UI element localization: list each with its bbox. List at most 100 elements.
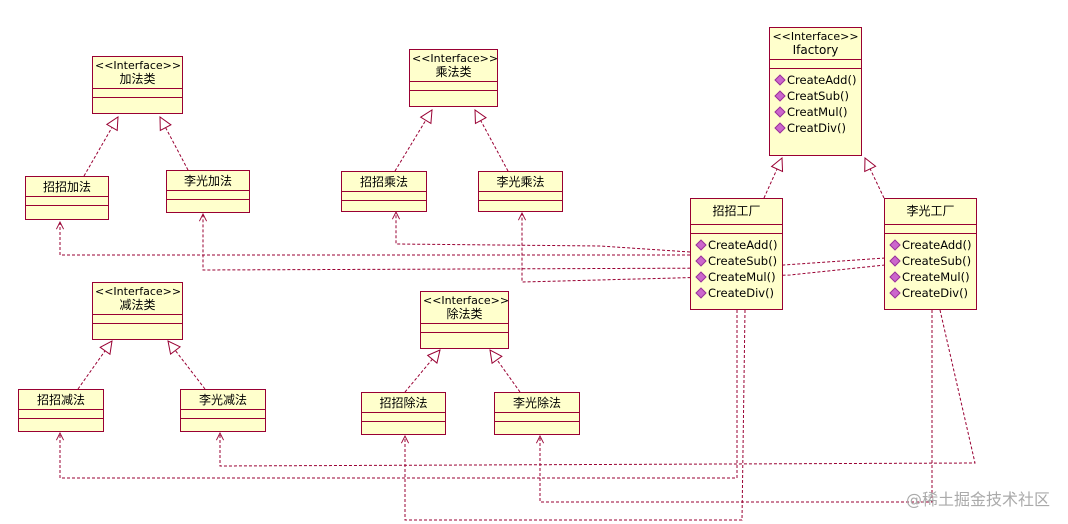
attributes-section <box>770 59 861 68</box>
realize-lg-factory <box>865 158 885 199</box>
operation: CreateMul() <box>695 269 780 285</box>
operations-section <box>93 97 182 98</box>
class-name: 除法类 <box>446 307 483 321</box>
stereotype: <<Interface>> <box>772 30 859 43</box>
interface-add[interactable]: <<Interface>> 加法类 <box>92 56 183 114</box>
class-zz-sub[interactable]: 招招减法 <box>18 389 104 432</box>
realize-lg-sub <box>168 341 206 390</box>
attributes-section <box>885 224 976 233</box>
operation: CreateDiv() <box>695 285 780 301</box>
operations-section <box>181 418 265 419</box>
class-name: 招招乘法 <box>359 175 408 189</box>
realize-lg-add <box>160 117 189 171</box>
attributes-section <box>342 191 426 200</box>
realize-zz-div <box>404 350 440 393</box>
attributes-section <box>181 409 265 418</box>
class-name: 加法类 <box>119 72 156 86</box>
class-name: 招招工厂 <box>712 204 761 218</box>
class-name: Ifactory <box>792 43 839 57</box>
attributes-section <box>421 323 508 332</box>
stereotype: <<Interface>> <box>412 52 499 65</box>
interface-ifactory[interactable]: <<Interface>> Ifactory CreateAdd() Creat… <box>769 27 862 156</box>
realize-lg-mul <box>475 110 509 172</box>
dep-zz-factory-zz-mul <box>396 212 691 253</box>
class-zz-div[interactable]: 招招除法 <box>361 392 446 435</box>
attributes-section <box>362 412 445 421</box>
interface-div[interactable]: <<Interface>> 除法类 <box>420 291 509 349</box>
class-zz-mul[interactable]: 招招乘法 <box>341 171 427 212</box>
class-name: 招招减法 <box>36 393 85 407</box>
stereotype: <<Interface>> <box>95 285 182 298</box>
attributes-section <box>495 412 579 421</box>
operation-icon <box>695 271 707 283</box>
class-zz-factory[interactable]: 招招工厂 CreateAdd() CreateSub() CreateMul()… <box>690 198 783 310</box>
operation: CreateSub() <box>889 253 974 269</box>
operation: CreateSub() <box>695 253 780 269</box>
attributes-section <box>26 196 108 205</box>
dep-lg-factory-lg-add <box>203 214 886 271</box>
class-name: 李光除法 <box>512 396 561 410</box>
class-zz-add[interactable]: 招招加法 <box>25 176 109 220</box>
class-lg-mul[interactable]: 李光乘法 <box>478 171 563 212</box>
realize-zz-factory <box>763 158 782 199</box>
operations-section <box>342 200 426 201</box>
realize-lg-div <box>490 350 521 393</box>
operation-icon <box>695 255 707 267</box>
operation-icon <box>889 287 901 299</box>
operations-section <box>167 199 249 200</box>
operation-icon <box>774 106 786 118</box>
interface-mul[interactable]: <<Interface>> 乘法类 <box>409 49 498 107</box>
operations-section <box>362 421 445 422</box>
operation: CreateAdd() <box>774 72 859 88</box>
operations-section: CreateAdd() CreateSub() CreateMul() Crea… <box>691 233 782 304</box>
operation: CreatDiv() <box>774 120 859 136</box>
operation-icon <box>889 255 901 267</box>
class-name: 李光加法 <box>183 174 232 188</box>
class-name: 李光减法 <box>198 393 247 407</box>
class-name: 减法类 <box>119 298 156 312</box>
dep-zz-factory-zz-add <box>60 222 690 256</box>
dep-lg-factory-lg-sub <box>220 309 976 467</box>
dep-zz-factory-zz-div <box>405 309 746 521</box>
class-name: 李光工厂 <box>906 204 955 218</box>
attributes-section <box>691 224 782 233</box>
operation: CreateDiv() <box>889 285 974 301</box>
stereotype: <<Interface>> <box>423 294 510 307</box>
interface-sub[interactable]: <<Interface>> 减法类 <box>92 282 183 340</box>
class-lg-add[interactable]: 李光加法 <box>166 170 250 213</box>
class-lg-factory[interactable]: 李光工厂 CreateAdd() CreateSub() CreateMul()… <box>884 198 977 310</box>
operations-section <box>26 205 108 206</box>
dep-zz-factory-zz-sub <box>60 310 738 479</box>
realize-zz-sub <box>77 341 112 390</box>
dep-lg-factory-lg-div <box>540 310 933 503</box>
operations-section: CreateAdd() CreateSub() CreateMul() Crea… <box>885 233 976 304</box>
attributes-section <box>479 191 562 200</box>
operation-icon <box>774 74 786 86</box>
operations-section <box>421 332 508 333</box>
attributes-section <box>167 190 249 199</box>
operations-section <box>495 421 579 422</box>
operation: CreateAdd() <box>695 237 780 253</box>
watermark: @稀土掘金技术社区 <box>905 490 1050 509</box>
stereotype: <<Interface>> <box>95 59 182 72</box>
attributes-section <box>93 88 182 97</box>
class-name: 招招加法 <box>42 180 91 194</box>
class-lg-div[interactable]: 李光除法 <box>494 392 580 435</box>
class-name: 李光乘法 <box>496 175 545 189</box>
attributes-section <box>410 81 497 90</box>
class-lg-sub[interactable]: 李光减法 <box>180 389 266 432</box>
operation-icon <box>889 239 901 251</box>
operation-icon <box>695 287 707 299</box>
operations-section <box>479 200 562 201</box>
attributes-section <box>93 314 182 323</box>
operation-icon <box>774 90 786 102</box>
operation: CreateAdd() <box>889 237 974 253</box>
operations-section <box>19 418 103 419</box>
operation-icon <box>695 239 707 251</box>
operation: CreatMul() <box>774 104 859 120</box>
operation: CreatSub() <box>774 88 859 104</box>
operation: CreateMul() <box>889 269 974 285</box>
operation-icon <box>774 122 786 134</box>
attributes-section <box>19 409 103 418</box>
